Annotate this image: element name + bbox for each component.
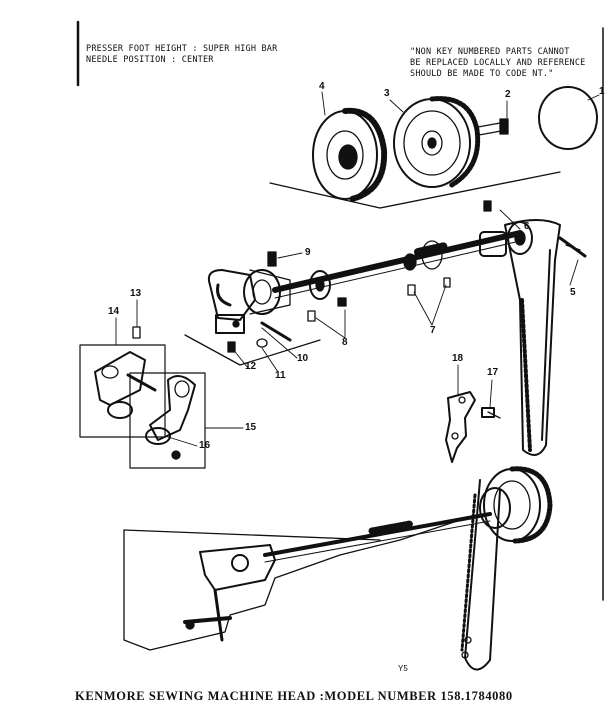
- timing-belt-lower: [460, 479, 501, 671]
- diagram-title: KENMORE SEWING MACHINE HEAD :MODEL NUMBE…: [75, 689, 513, 703]
- callout-6: 6: [524, 221, 530, 232]
- callout-18: 18: [452, 353, 464, 364]
- non-key-note-line-1: "NON KEY NUMBERED PARTS CANNOT: [410, 47, 570, 57]
- part-9-screw: [267, 251, 277, 267]
- part-11-washer: [256, 338, 268, 348]
- part-10-pin: [260, 321, 292, 342]
- needle-position-note: NEEDLE POSITION : CENTER: [86, 55, 214, 65]
- non-key-note-line-3: SHOULD BE MADE TO CODE NT.": [410, 69, 554, 79]
- non-key-note-line-2: BE REPLACED LOCALLY AND REFERENCE: [410, 58, 586, 68]
- part-17-screw: [481, 407, 501, 419]
- part-12-screw: [227, 341, 236, 353]
- part-18-bracket: [445, 391, 476, 463]
- shaft-gear-middle: [403, 240, 449, 271]
- lower-bed-top-edge: [123, 529, 381, 541]
- timing-belt-upper: [504, 219, 561, 456]
- callout-9: 9: [305, 247, 311, 258]
- lower-arm-shaft: [263, 512, 492, 563]
- callout-2: 2: [505, 89, 511, 100]
- callout-4: 4: [319, 81, 325, 92]
- needle-bar-head-assembly: [183, 544, 276, 642]
- leader-lines: [115, 91, 600, 447]
- part-15-link-box: [129, 372, 206, 469]
- part-4-clutch-knob: [312, 107, 388, 202]
- plane-outline-upper: [269, 171, 561, 209]
- callout-17: 17: [487, 367, 499, 378]
- set-screw-small: [337, 297, 347, 307]
- callout-11: 11: [275, 370, 286, 381]
- lower-bed-outline: [123, 519, 461, 651]
- part-3-handwheel: [393, 96, 481, 189]
- callout-12: 12: [245, 361, 257, 372]
- plane-outline-middle: [184, 334, 321, 366]
- part-5-pin: [558, 236, 587, 258]
- presser-foot-note: PRESSER FOOT HEIGHT : SUPER HIGH BAR: [86, 44, 278, 54]
- callout-3: 3: [384, 88, 390, 99]
- part-8-screw: [307, 310, 316, 322]
- part-7-screw-a: [407, 284, 416, 296]
- callout-5: 5: [570, 287, 576, 298]
- callout-15: 15: [245, 422, 257, 433]
- part-8-collar: [309, 270, 331, 300]
- part-14-thread-takeup-box: [79, 344, 166, 438]
- main-arm-shaft: [272, 230, 523, 299]
- callout-8: 8: [342, 337, 348, 348]
- needle-bar-crank: [207, 269, 256, 334]
- callout-14: 14: [108, 306, 120, 317]
- callout-7: 7: [430, 325, 436, 336]
- part-7-screw-b: [443, 277, 451, 288]
- callout-10: 10: [297, 353, 309, 364]
- part-13-screw: [132, 326, 141, 339]
- part-2-screw: [477, 118, 509, 136]
- page-marker: Y5: [398, 664, 408, 673]
- lower-pulley: [479, 466, 553, 544]
- callout-1: 1: [599, 86, 605, 97]
- part-1-belt-ring: [538, 86, 598, 150]
- callout-13: 13: [130, 288, 142, 299]
- callout-16: 16: [199, 440, 211, 451]
